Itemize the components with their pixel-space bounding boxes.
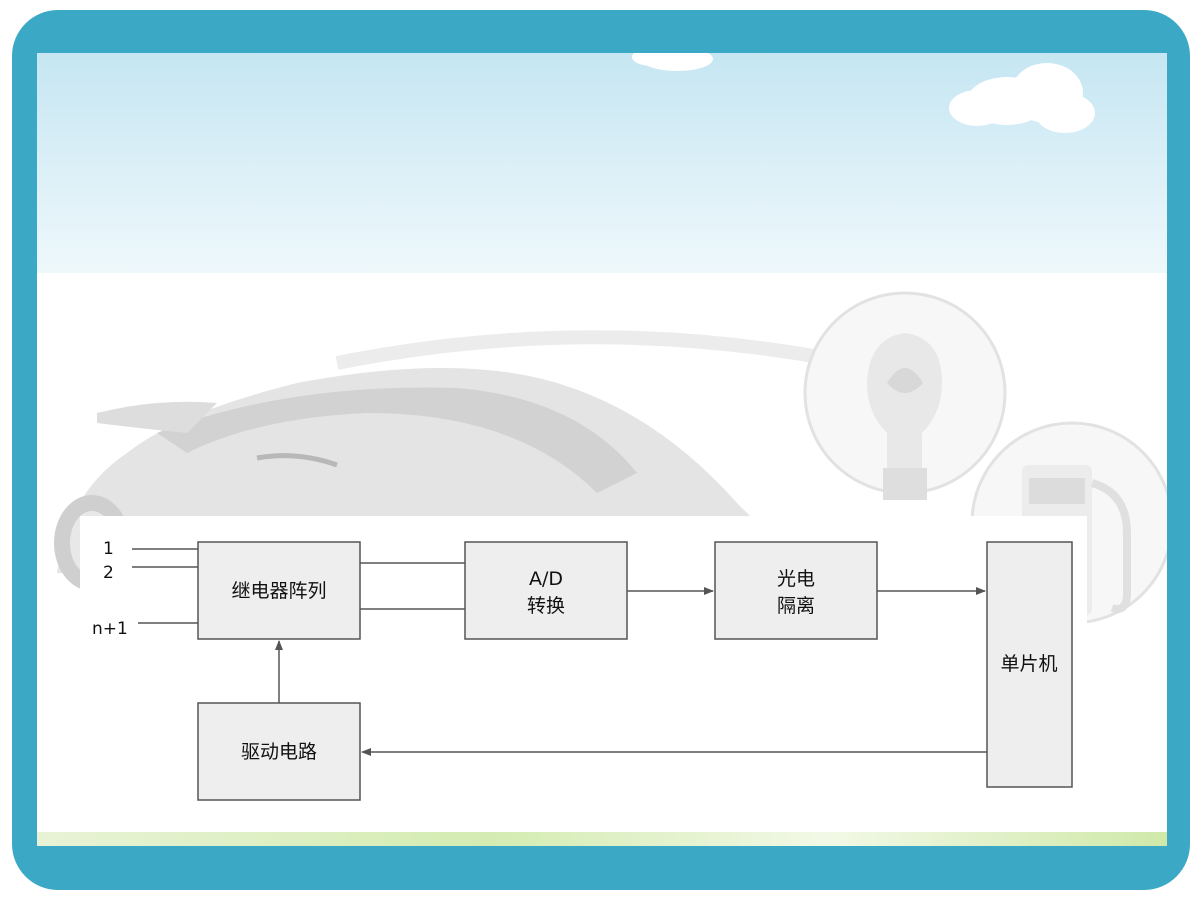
mcu-label: 单片机 bbox=[1000, 653, 1057, 675]
input-label-2: 2 bbox=[103, 563, 114, 583]
relay-array-block bbox=[197, 541, 361, 640]
optocoupler-label-line1: 光电 bbox=[777, 568, 815, 590]
ad-converter-block bbox=[464, 541, 628, 640]
cloud-icon bbox=[949, 63, 1095, 133]
driver-circuit-label: 驱动电路 bbox=[241, 741, 317, 763]
cloud-icon bbox=[632, 53, 713, 71]
ad-converter-label-line1: A/D bbox=[529, 568, 563, 590]
slide-canvas bbox=[37, 53, 1167, 846]
ground-strip bbox=[37, 832, 1167, 846]
input-label-1: 1 bbox=[103, 539, 114, 559]
ad-converter-label-line2: 转换 bbox=[527, 595, 565, 617]
driver-circuit-block bbox=[197, 702, 361, 801]
relay-array-label: 继电器阵列 bbox=[231, 580, 326, 602]
mcu-block bbox=[986, 541, 1073, 788]
optocoupler-label-line2: 隔离 bbox=[777, 595, 815, 617]
light-bulb-icon bbox=[803, 291, 1007, 500]
input-label-n1: n+1 bbox=[92, 619, 128, 639]
optocoupler-block bbox=[714, 541, 878, 640]
